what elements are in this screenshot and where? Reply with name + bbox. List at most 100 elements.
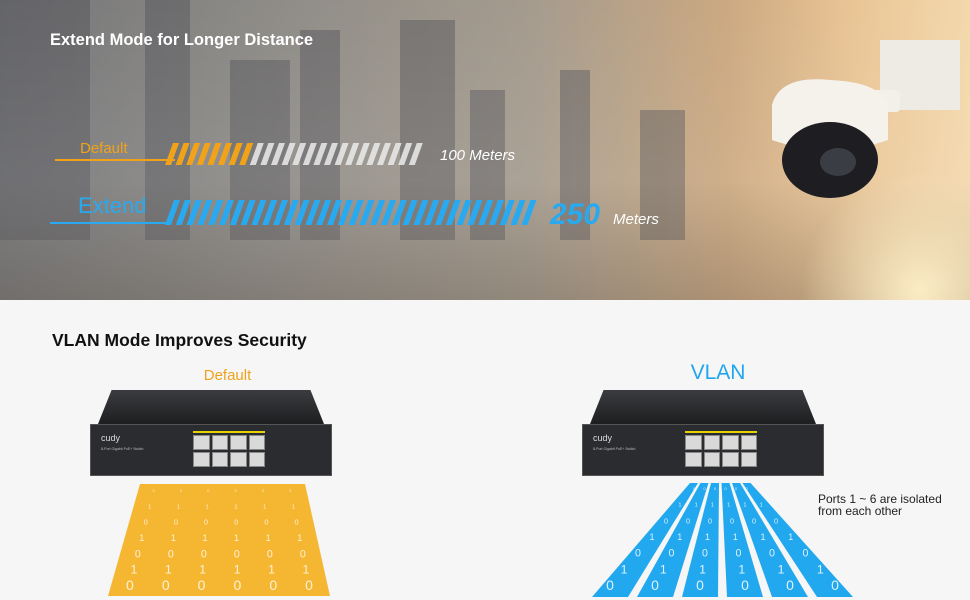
extend-stripe	[424, 200, 440, 225]
extend-stripe	[229, 200, 245, 225]
floor-digit: 1	[292, 504, 295, 510]
strip-digit: 1	[760, 503, 763, 509]
strip-digit: 0	[730, 516, 734, 525]
floor-digit: 1	[297, 533, 302, 543]
extend-mode-banner: Extend Mode for Longer Distance Default …	[0, 0, 970, 300]
floor-digit: 1	[234, 533, 239, 543]
floor-digit: 1	[165, 563, 172, 577]
strip-digit: 1	[727, 503, 730, 509]
strip-digit: 1	[778, 562, 785, 576]
floor-digit: 1	[206, 504, 209, 510]
vlan-mode-label: VLAN	[690, 361, 746, 384]
default-stripe	[196, 143, 211, 165]
vlan-strip	[721, 483, 763, 597]
floor-digit: 1	[234, 504, 237, 510]
floor-digit: 0	[264, 518, 268, 527]
extend-stripe	[391, 200, 407, 225]
extend-stripe	[510, 200, 526, 225]
strip-digit: 0	[831, 577, 839, 593]
default-stripe	[387, 143, 402, 165]
extend-stripe	[445, 200, 461, 225]
strip-digit: 0	[803, 548, 809, 560]
default-stripe	[165, 143, 179, 165]
strip-digit: 0	[669, 548, 675, 560]
strip-digit: 0	[741, 577, 749, 593]
default-label: Default	[80, 140, 128, 157]
strip-digit: 1	[760, 532, 765, 542]
switch-model: 8-Port Gigabit PoE+ Switch	[593, 447, 636, 451]
extend-stripe	[327, 200, 342, 225]
floor-digit: 0	[267, 548, 273, 560]
vlan-note: Ports 1 ~ 6 are isolated from each other	[818, 492, 942, 518]
extend-stripe	[283, 200, 299, 225]
strip-digit: 1	[677, 532, 682, 542]
extend-distance-value: 250	[550, 198, 601, 231]
extend-stripe	[273, 200, 288, 225]
strip-digit: 0	[736, 548, 742, 560]
extend-stripe	[521, 200, 537, 225]
default-stripe	[302, 143, 317, 165]
default-stripe	[260, 143, 275, 165]
vlan-strip	[732, 483, 808, 597]
default-stripe	[345, 143, 360, 165]
extend-stripe	[186, 200, 202, 225]
default-stripe	[366, 143, 381, 165]
default-mode-label: Default	[203, 367, 252, 384]
floor-digit: 0	[135, 548, 141, 560]
default-stripe	[408, 143, 423, 165]
switch-vlan: cudy 8-Port Gigabit PoE+ Switch	[582, 390, 824, 480]
floor-digit: 1	[266, 533, 271, 543]
strip-digit: 0	[752, 516, 756, 525]
extend-stripe	[337, 200, 353, 225]
default-stripe	[239, 143, 254, 165]
extend-stripe	[402, 200, 418, 225]
floor-digit: 1	[199, 563, 206, 577]
strip-digit: 1	[678, 503, 681, 509]
default-stripe	[249, 143, 264, 165]
extend-stripe	[262, 200, 278, 225]
strip-digit: 0	[703, 486, 706, 491]
strip-digit: 0	[702, 548, 708, 560]
floor-digit: 1	[263, 504, 266, 510]
extend-stripe	[435, 200, 450, 225]
extend-stripe	[219, 200, 234, 225]
strip-digit: 0	[786, 577, 794, 593]
floor-digit: 1	[177, 504, 180, 510]
floor-digit: 1	[139, 533, 144, 543]
floor-digit: 1	[148, 504, 151, 510]
extend-stripe	[175, 200, 191, 225]
security-camera-icon	[772, 40, 960, 198]
strip-digit: 0	[693, 486, 696, 491]
switch-logo: cudy	[593, 433, 613, 443]
strip-digit: 1	[817, 562, 824, 576]
strip-digit: 1	[738, 562, 745, 576]
strip-digit: 0	[774, 516, 778, 525]
strip-digit: 1	[788, 532, 793, 542]
strip-digit: 0	[651, 577, 659, 593]
extend-stripe	[467, 200, 483, 225]
extend-stripe	[165, 200, 180, 225]
extend-stripe	[478, 200, 494, 225]
extend-stripe	[456, 200, 472, 225]
strip-digit: 1	[621, 562, 628, 576]
default-stripe	[377, 143, 391, 165]
extend-stripe	[208, 200, 224, 225]
strip-digit: 1	[705, 532, 710, 542]
strip-digit: 0	[696, 577, 704, 593]
floor-digit: 0	[234, 577, 242, 593]
default-stripe	[355, 143, 370, 165]
extend-stripe	[359, 200, 375, 225]
floor-digit: 1	[171, 533, 176, 543]
strip-digit: 0	[686, 516, 690, 525]
floor-digit: 0	[126, 577, 134, 593]
floor-digit: 1	[130, 563, 137, 577]
default-stripe	[186, 143, 201, 165]
strip-digit: 0	[635, 548, 641, 560]
extend-section-title: Extend Mode for Longer Distance	[50, 31, 314, 49]
distance-stripes	[165, 143, 537, 225]
strip-digit: 1	[733, 532, 738, 542]
extend-stripe	[294, 200, 310, 225]
strip-digit: 1	[711, 503, 714, 509]
extend-distance-unit: Meters	[613, 211, 659, 228]
strip-digit: 1	[649, 532, 654, 542]
